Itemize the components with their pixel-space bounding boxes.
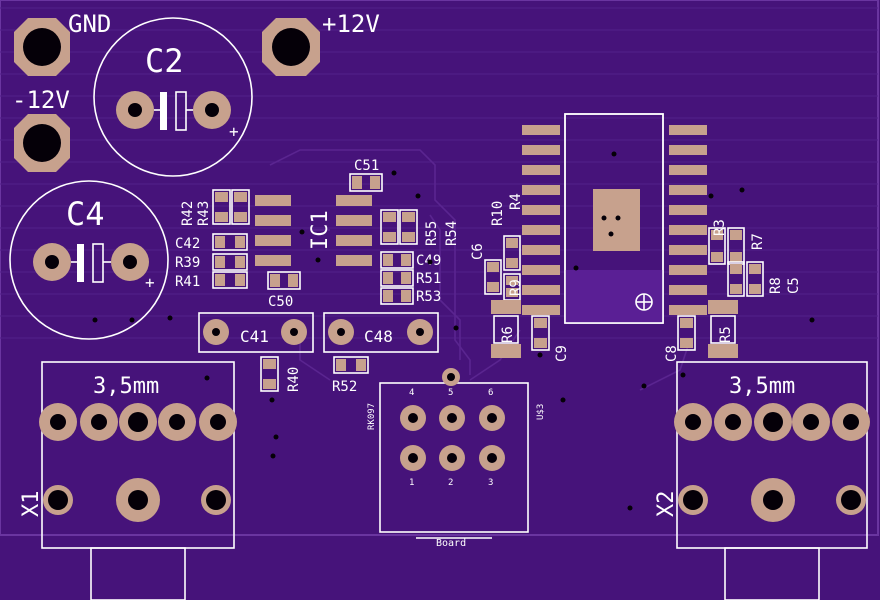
r41-label: R41: [175, 274, 200, 290]
c2-capacitor: +: [93, 17, 253, 177]
pos12-label: +12V: [322, 10, 380, 38]
smd-left-group: [212, 189, 250, 289]
c2-plus: +: [229, 122, 239, 141]
c41-cap: [198, 312, 314, 353]
r6-label: R6: [500, 326, 516, 343]
r40-label: R40: [286, 367, 302, 392]
r39-label: R39: [175, 255, 200, 271]
board-label: Board: [436, 538, 466, 549]
chip-left-parts: [484, 235, 550, 358]
jack-right-label: 3,5mm: [729, 374, 795, 399]
r8-label: R8: [768, 277, 784, 294]
r9-label: R9: [508, 279, 524, 296]
c50-cap: [267, 271, 301, 290]
r4-label: R4: [508, 193, 524, 210]
x1-jack: [39, 361, 237, 600]
c8-label: C8: [664, 345, 680, 362]
c2-label: C2: [145, 42, 184, 80]
neg12-label: -12V: [12, 86, 70, 114]
c48-cap: [323, 312, 439, 353]
pot-pin-1: 1: [409, 478, 414, 488]
c4-capacitor: +: [9, 180, 169, 340]
c50-label: C50: [268, 294, 293, 310]
r55-r54: [380, 209, 418, 245]
c5-label: C5: [786, 277, 802, 294]
x2-label: X2: [654, 491, 679, 518]
gnd-label: GND: [68, 10, 111, 38]
rk097-label: RK097: [367, 403, 377, 430]
board-edge: [0, 0, 879, 536]
r42-label: R42: [180, 201, 196, 226]
r3-label: R3: [712, 219, 728, 236]
r54-label: R54: [444, 221, 460, 246]
r5-label: R5: [718, 326, 734, 343]
pot-pin-3: 3: [488, 478, 493, 488]
r55-label: R55: [424, 221, 440, 246]
traces: [269, 149, 691, 391]
c9-label: C9: [554, 345, 570, 362]
c41-label: C41: [240, 327, 269, 346]
main-ic-pins: [522, 125, 707, 315]
r53-label: R53: [416, 289, 441, 305]
ic1-chip: [255, 195, 372, 266]
pot-pin-2: 2: [448, 478, 453, 488]
c51-label: C51: [354, 158, 379, 174]
r43-label: R43: [196, 201, 212, 226]
r52-label: R52: [332, 379, 357, 395]
power-pads: [14, 18, 320, 172]
c51-cap: [349, 173, 383, 192]
c4-label: C4: [66, 195, 105, 233]
c4-plus: +: [145, 273, 155, 292]
u3-label: U$3: [536, 404, 546, 420]
r40-r52: [260, 356, 369, 392]
rk097-pot: [379, 368, 529, 539]
c42-label: C42: [175, 236, 200, 252]
r7-label: R7: [750, 233, 766, 250]
r51-label: R51: [416, 271, 441, 287]
x1-label: X1: [19, 491, 44, 518]
c6-label: C6: [470, 243, 486, 260]
x2-jack: [674, 361, 870, 600]
r10-label: R10: [490, 201, 506, 226]
c48-label: C48: [364, 327, 393, 346]
pot-pin-4: 4: [409, 388, 414, 398]
jack-left-label: 3,5mm: [93, 374, 159, 399]
vias: [92, 151, 815, 511]
pot-pin-5: 5: [448, 388, 453, 398]
chip-right-parts: [677, 227, 764, 358]
ic1-label: IC1: [308, 210, 333, 250]
pot-pin-6: 6: [488, 388, 493, 398]
c49-r51-r53: [380, 251, 414, 305]
